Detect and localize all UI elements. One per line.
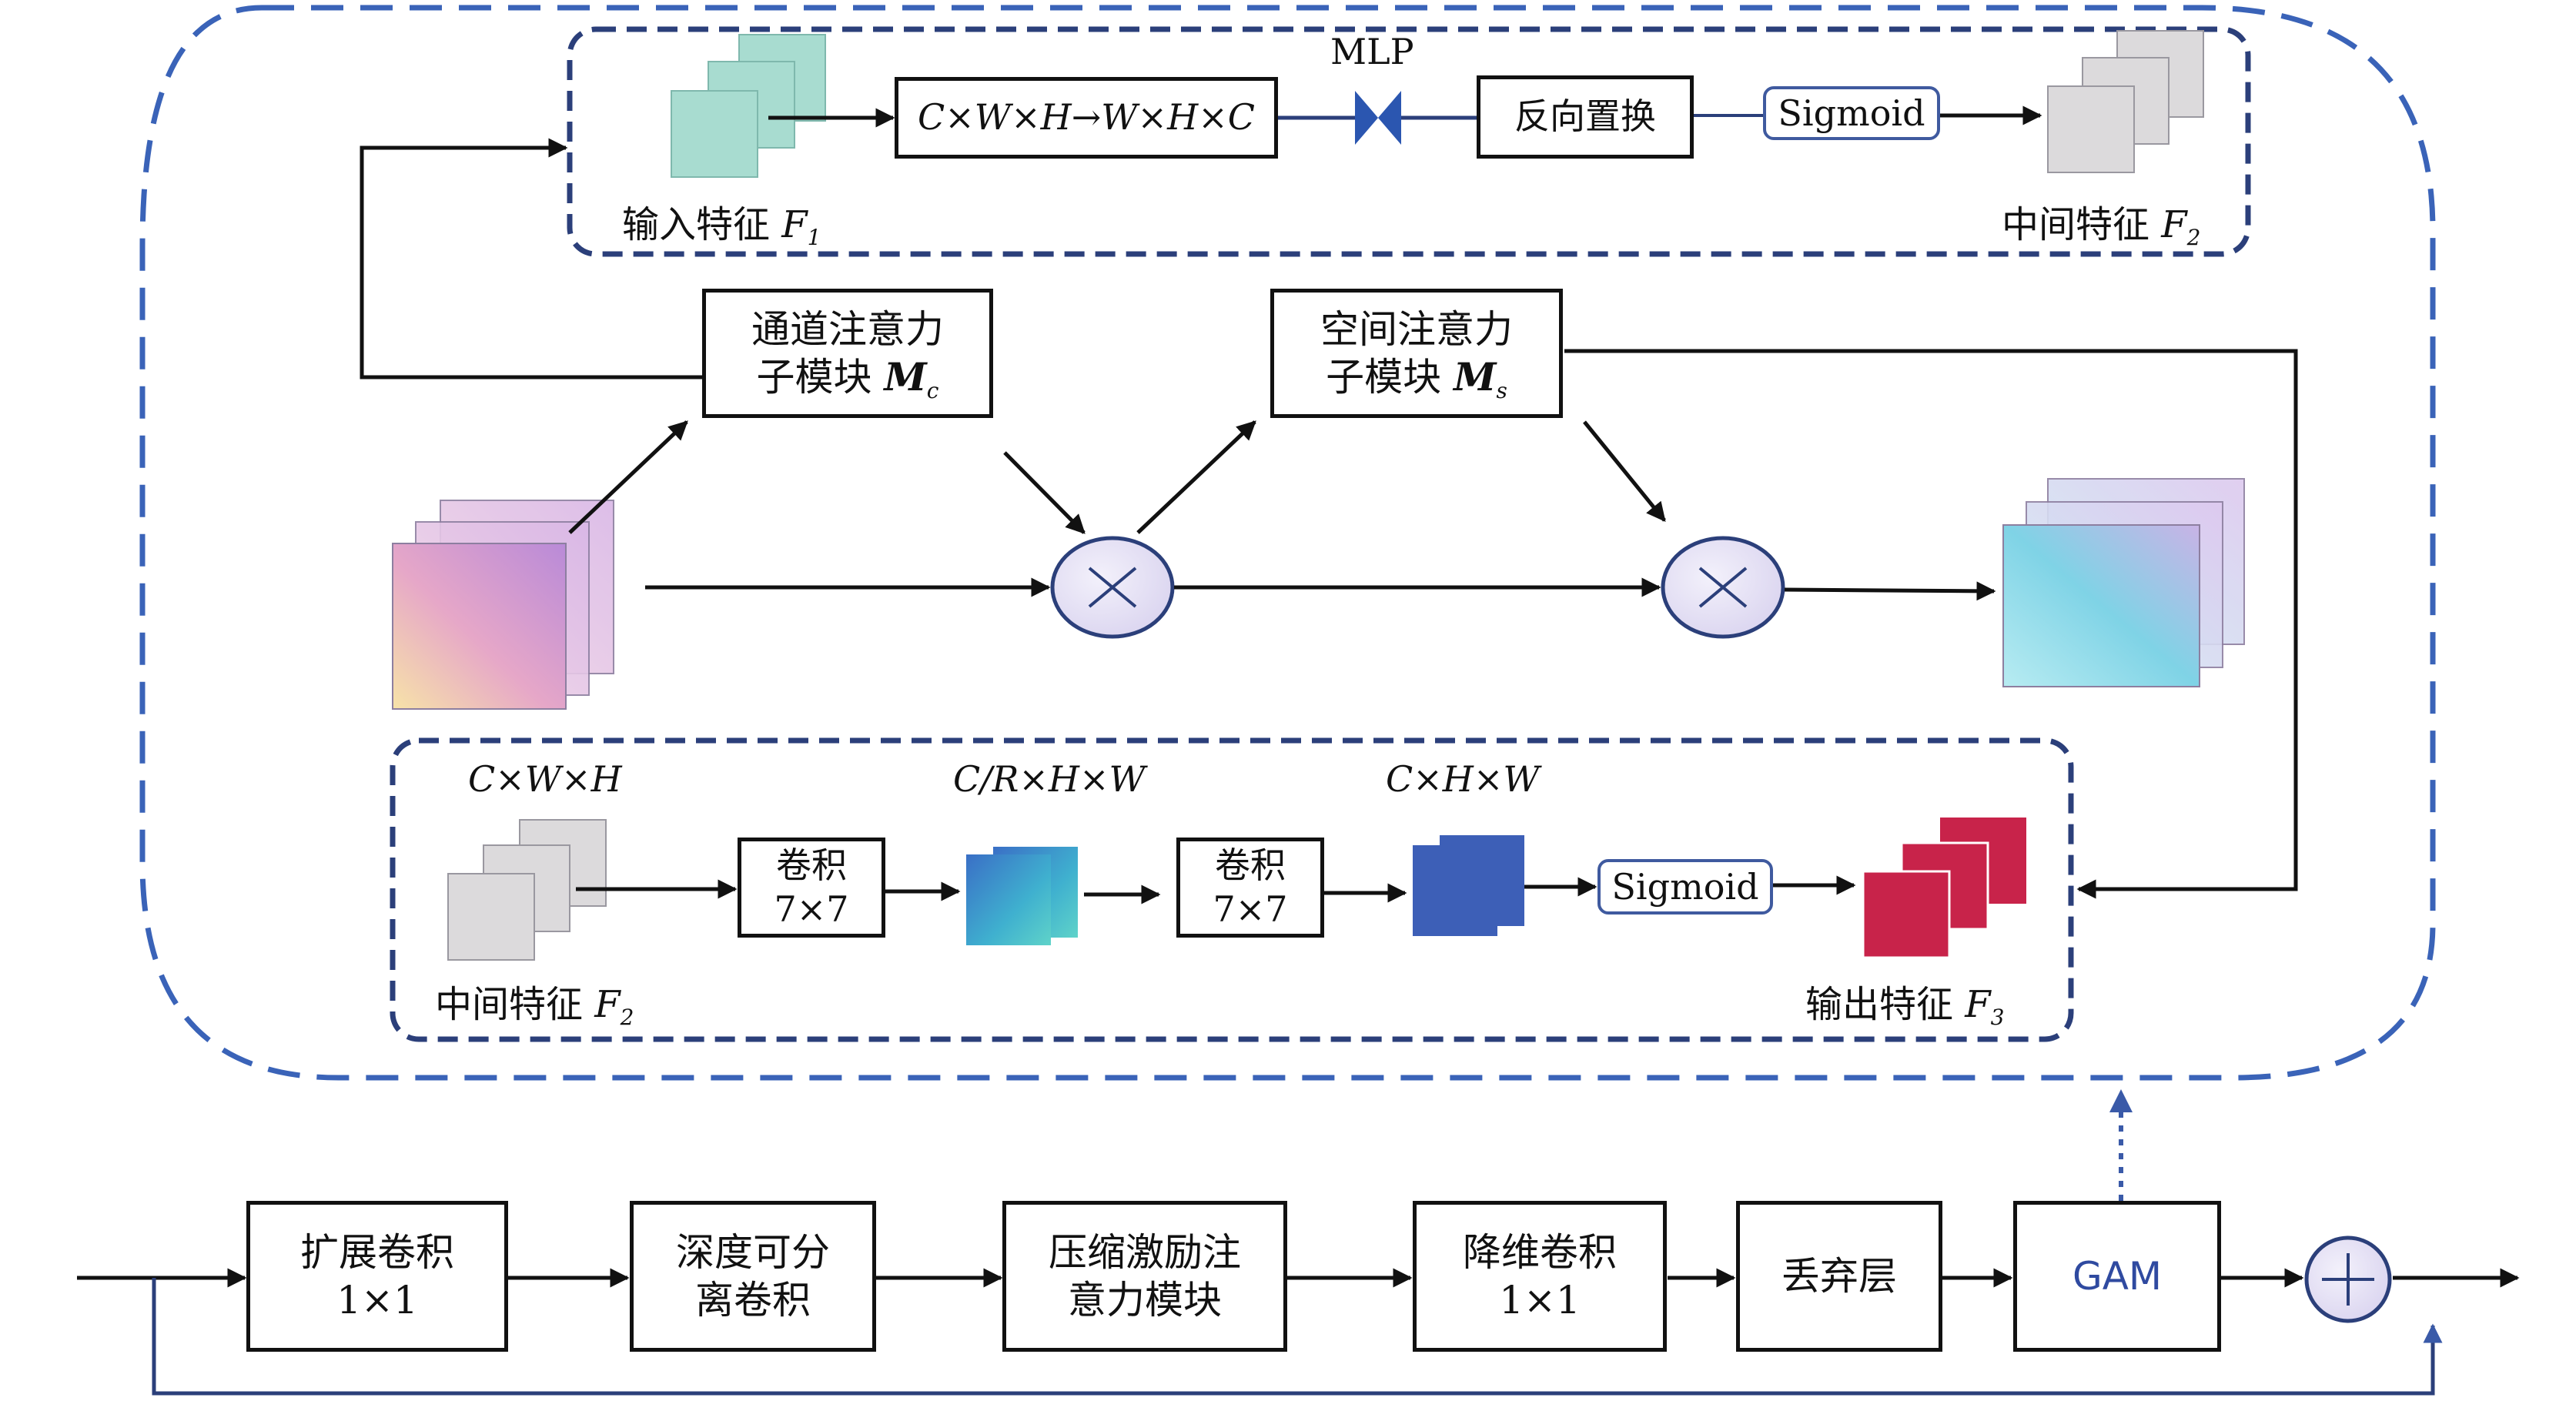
sigmoid-box-top: Sigmoid [1763,86,1940,140]
mid-feature-f2-front [447,873,535,961]
channel-attention-box: 通道注意力 子模块 Mc [702,289,993,418]
add-circle [2304,1235,2392,1323]
output-feature-f3-front [1862,870,1951,959]
depthwise-conv-box: 深度可分 离卷积 [630,1201,876,1352]
reverse-permute-box: 反向置换 [1477,75,1694,159]
multiply-circle-2 [1661,536,1785,639]
spatial-module-frame [390,737,2074,1042]
reduce-conv-box: 降维卷积 1×1 [1413,1201,1667,1352]
dim-cwh: C×W×H [468,758,622,800]
se-attention-box: 压缩激励注 意力模块 [1002,1201,1287,1352]
dim-chw: C×H×W [1386,758,1540,800]
dim-crhw: C/R×H×W [953,758,1146,800]
permute-box: C×W×H→W×H×C [895,77,1278,159]
middle-feature-label-bottom: 中间特征 F2 [435,983,634,1030]
dropout-box: 丢弃层 [1736,1201,1942,1352]
gam-box: GAM [2013,1201,2221,1352]
mlp-bowtie [1355,91,1401,145]
conv-box-2: 卷积 7×7 [1176,838,1324,938]
outer-dashed-region [139,5,2436,1081]
middle-feature-label-top: 中间特征 F2 [2002,203,2201,250]
middle-feature-f2-front [2047,85,2135,173]
channel-module-frame [567,26,2251,257]
expand-conv-box: 扩展卷积 1×1 [246,1201,508,1352]
input-feature-label: 输入特征 F1 [622,203,821,250]
sigmoid-box-bottom: Sigmoid [1597,859,1773,914]
spatial-attention-box: 空间注意力 子模块 Ms [1270,289,1563,418]
output-feature-front [2002,524,2200,687]
blue-feature-front [1413,845,1497,936]
output-feature-label: 输出特征 F3 [1805,983,2005,1030]
input-feature-f1-front [671,90,758,178]
multiply-circle-1 [1050,536,1175,639]
conv-feature-front [966,854,1051,945]
conv-box-1: 卷积 7×7 [738,838,885,938]
mlp-label: MLP [1330,31,1414,72]
input-feature-front [392,543,567,710]
